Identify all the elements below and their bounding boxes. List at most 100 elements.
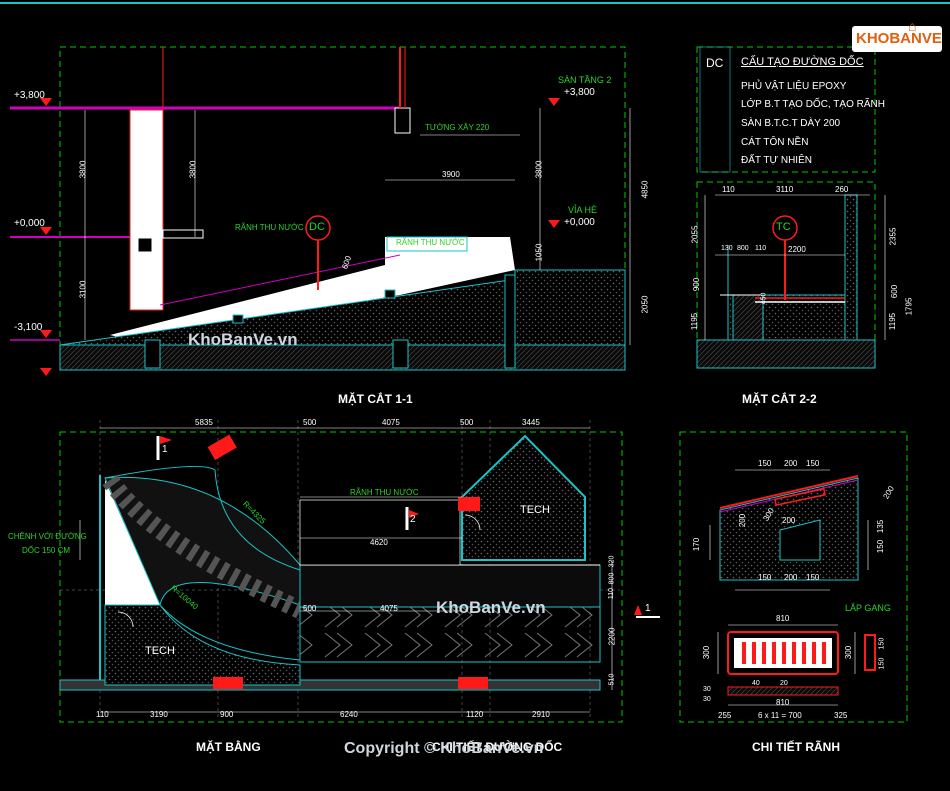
drain-label: RÃNH THU NƯỚC [396, 238, 465, 247]
floor2-label: SÀN TẦNG 2 [558, 75, 612, 85]
section-2-2 [696, 46, 886, 369]
sidewalk-label: VỈA HÈ [568, 205, 598, 215]
dim-label: 30 [703, 696, 711, 703]
legend-frame [696, 46, 876, 173]
level-label: +0,000 [14, 218, 45, 229]
level-label: -3,100 [14, 322, 43, 333]
title-plan: MẶT BẰNG [196, 740, 261, 754]
dim-label: 1795 [904, 297, 914, 316]
dim-label: 3110 [776, 185, 794, 194]
plan-view [59, 420, 660, 723]
dim-label: 810 [776, 698, 790, 707]
dim-label: 325 [834, 711, 848, 720]
tech-room-label: TECH [145, 645, 175, 657]
dim-label: 150 [876, 539, 886, 554]
dim-label: 510 [608, 673, 616, 686]
sidewalk-level: +0,000 [564, 217, 595, 228]
plan-side-note: DỐC 150 CM [22, 546, 71, 555]
dim-label: 110 [722, 185, 735, 194]
section-tag-tc: TC [776, 221, 791, 233]
dim-label: 500 [303, 604, 317, 613]
dim-label: 200 [738, 513, 748, 528]
dim-label: 40 [752, 680, 760, 687]
section11-frame [59, 46, 626, 368]
logo-house-icon: ⌂ [908, 18, 917, 34]
dim-label: 200 [784, 459, 798, 468]
dim-label: 170 [692, 537, 702, 552]
dim-label: 1195 [888, 312, 898, 331]
plan-side-note: CHÊNH VỚI ĐƯỜNG [8, 532, 87, 541]
title-ramp-detail: CHI TIẾT ĐƯỜNG DỐC [432, 740, 563, 754]
dim-label: 20 [780, 680, 788, 687]
dim-label: 2355 [888, 227, 898, 246]
dim-label: 150 [806, 573, 820, 582]
section-marker-label: 2 [410, 514, 416, 525]
dim-label: 4850 [640, 180, 650, 199]
dim-label: 260 [835, 185, 849, 194]
watermark-footer: Copyright © KhoBanVe.vn [344, 740, 544, 757]
drain-label: RÃNH THU NƯỚC [235, 223, 304, 232]
floor2-level: +3,800 [564, 87, 595, 98]
dim-label: 255 [718, 711, 732, 720]
wall-label: TƯỜNG XÂY 220 [425, 123, 490, 132]
brand-logo[interactable]: ⌂ KHOBANVE [852, 18, 942, 52]
dim-label: 3900 [442, 170, 460, 179]
title-drain-detail: CHI TIẾT RÃNH [752, 740, 840, 754]
level-label: +3,800 [14, 90, 45, 101]
dim-label: 2200 [607, 627, 617, 646]
dim-label: 30 [703, 686, 711, 693]
dim-label: 200 [782, 516, 796, 525]
plan-drain-label: RÃNH THU NƯỚC [350, 488, 419, 497]
dim-label: 900 [692, 277, 702, 292]
dim-label: 900 [220, 710, 234, 719]
drain-detail [679, 431, 908, 723]
dim-label: 2050 [640, 295, 650, 314]
dim-label: 200 [784, 573, 798, 582]
dim-label: 4620 [370, 538, 388, 547]
dim-label: 110 [96, 710, 109, 719]
dim-label: 130 [721, 245, 733, 252]
dim-label: 3445 [522, 418, 540, 427]
legend-code: DC [706, 56, 724, 70]
section-marker-label: 1 [645, 603, 651, 614]
dim-label: 2055 [690, 225, 700, 244]
watermark: KhoBanVe.vn [436, 598, 546, 617]
dim-label: 3800 [78, 160, 88, 179]
dim-label: 1050 [534, 243, 544, 262]
dim-label: 3100 [78, 280, 88, 299]
dim-label: 6240 [340, 710, 358, 719]
dim-label: 110 [755, 245, 767, 252]
dim-label: 150 [878, 637, 886, 650]
grate-label: LẮP GANG [845, 603, 891, 613]
dim-label: 3800 [534, 160, 544, 179]
section-1-1 [10, 46, 631, 376]
dim-label: 500 [303, 418, 317, 427]
dim-label: 600 [890, 284, 900, 299]
dim-label: 4075 [380, 604, 398, 613]
dim-label: 150 [878, 657, 886, 670]
dim-label: 810 [776, 614, 790, 623]
dim-label: 3190 [150, 710, 168, 719]
dim-label: 150 [758, 459, 772, 468]
watermark: KhoBanVe.vn [188, 330, 298, 349]
dim-label: 500 [460, 418, 474, 427]
section-marker-label: 1 [162, 444, 168, 455]
legend-item: PHỦ VẬT LIỆU EPOXY [741, 81, 847, 92]
dim-label: 135 [876, 519, 886, 534]
dim-label: 800 [737, 245, 749, 252]
title-section-1-1: MẶT CẮT 1-1 [338, 392, 413, 406]
legend-item: ĐẤT TỰ NHIÊN [741, 155, 812, 166]
dim-label: 300 [844, 645, 854, 660]
dim-label: 320 [608, 555, 616, 568]
dim-label: 110 [608, 587, 616, 600]
legend-item: SÀN B.T.C.T DÀY 200 [741, 118, 841, 129]
logo-text: KHOBANVE [856, 30, 942, 47]
title-section-2-2: MẶT CẮT 2-2 [742, 392, 817, 406]
legend-item: LỚP B.T TẠO DỐC, TẠO RÃNH [741, 99, 885, 110]
dim-label: 3800 [188, 160, 198, 179]
dim-label: 6 x 11 = 700 [758, 711, 802, 720]
dim-label: 5835 [195, 418, 213, 427]
legend-heading: CẤU TẠO ĐƯỜNG DỐC [741, 56, 864, 68]
